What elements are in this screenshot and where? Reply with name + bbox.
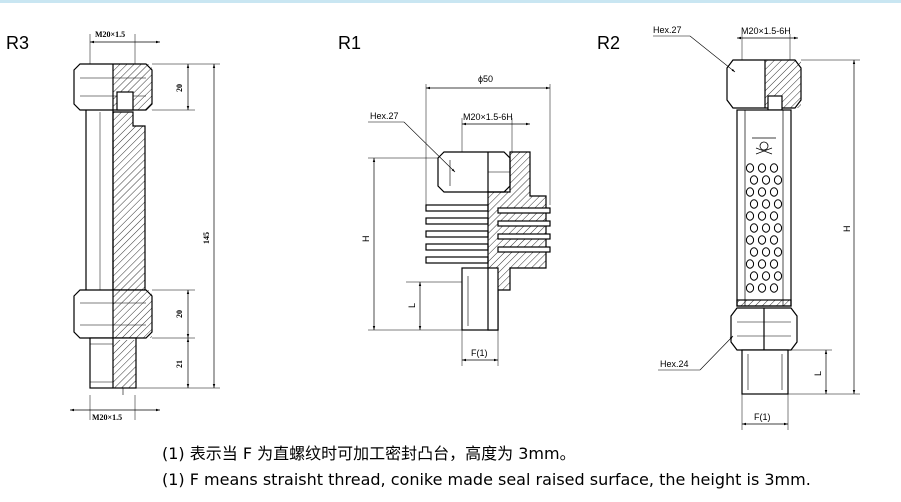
r3-dim-20-top: 20	[175, 84, 184, 92]
r1-drawing	[368, 84, 551, 366]
perforation-hole	[773, 199, 783, 209]
note-english: (1) F means straisht thread, conike made…	[162, 470, 811, 489]
view-label-r3: R3	[6, 33, 30, 53]
perforation-hole	[749, 199, 759, 209]
perforation-hole	[773, 175, 783, 185]
view-label-r1: R1	[338, 33, 362, 53]
note-chinese: (1) 表示当 F 为直螺纹时可加工密封凸台，高度为 3mm。	[162, 444, 576, 463]
r1-diameter-label: ϕ50	[478, 74, 493, 84]
r3-thread-top-label: M20×1.5	[95, 30, 125, 39]
r3-thread-bottom-label: M20×1.5	[92, 413, 122, 422]
perforation-hole	[769, 235, 779, 245]
r3-dim-145: 145	[202, 232, 211, 244]
r2-hex-top-label: Hex.27	[653, 25, 682, 35]
perforation-hole	[769, 283, 779, 293]
r3-dim-21: 21	[175, 360, 184, 368]
r1-h-label: H	[361, 236, 371, 243]
perforation-hole	[757, 283, 767, 293]
perforation-hole	[773, 247, 783, 257]
r2-drawing	[653, 34, 860, 430]
r3-drawing	[70, 34, 220, 420]
r2-f-label: F(1)	[754, 412, 771, 422]
perforation-hole	[745, 235, 755, 245]
perforation-hole	[757, 259, 767, 269]
perforation-hole	[761, 223, 771, 233]
r2-l-label: L	[813, 371, 823, 376]
perforation-hole	[761, 175, 771, 185]
r3-dim-20-bottom: 20	[175, 310, 184, 318]
perforation-hole	[769, 211, 779, 221]
perforation-hole	[769, 187, 779, 197]
perforation-hole	[757, 163, 767, 173]
perforation-hole	[757, 187, 767, 197]
perforation-hole	[749, 175, 759, 185]
r2-perforation-holes	[745, 163, 783, 293]
perforation-hole	[769, 259, 779, 269]
top-accent-bar	[0, 0, 901, 3]
perforation-hole	[749, 271, 759, 281]
r1-thread-label: M20×1.5-6H	[463, 112, 513, 122]
perforation-hole	[745, 163, 755, 173]
r1-f-label: F(1)	[471, 348, 488, 358]
perforation-hole	[769, 163, 779, 173]
perforation-hole	[745, 187, 755, 197]
perforation-hole	[773, 271, 783, 281]
r2-h-label: H	[842, 226, 852, 233]
perforation-hole	[757, 211, 767, 221]
r2-thread-label: M20×1.5-6H	[741, 26, 791, 36]
perforation-hole	[745, 283, 755, 293]
perforation-hole	[761, 271, 771, 281]
perforation-hole	[749, 223, 759, 233]
view-label-r2: R2	[597, 33, 621, 53]
r1-l-label: L	[407, 303, 417, 308]
perforation-hole	[757, 235, 767, 245]
perforation-hole	[745, 259, 755, 269]
perforation-hole	[761, 199, 771, 209]
perforation-hole	[745, 211, 755, 221]
perforation-hole	[749, 247, 759, 257]
r1-hex-label: Hex.27	[370, 111, 399, 121]
perforation-hole	[761, 247, 771, 257]
r2-hex-bottom-label: Hex.24	[660, 359, 689, 369]
perforation-hole	[773, 223, 783, 233]
